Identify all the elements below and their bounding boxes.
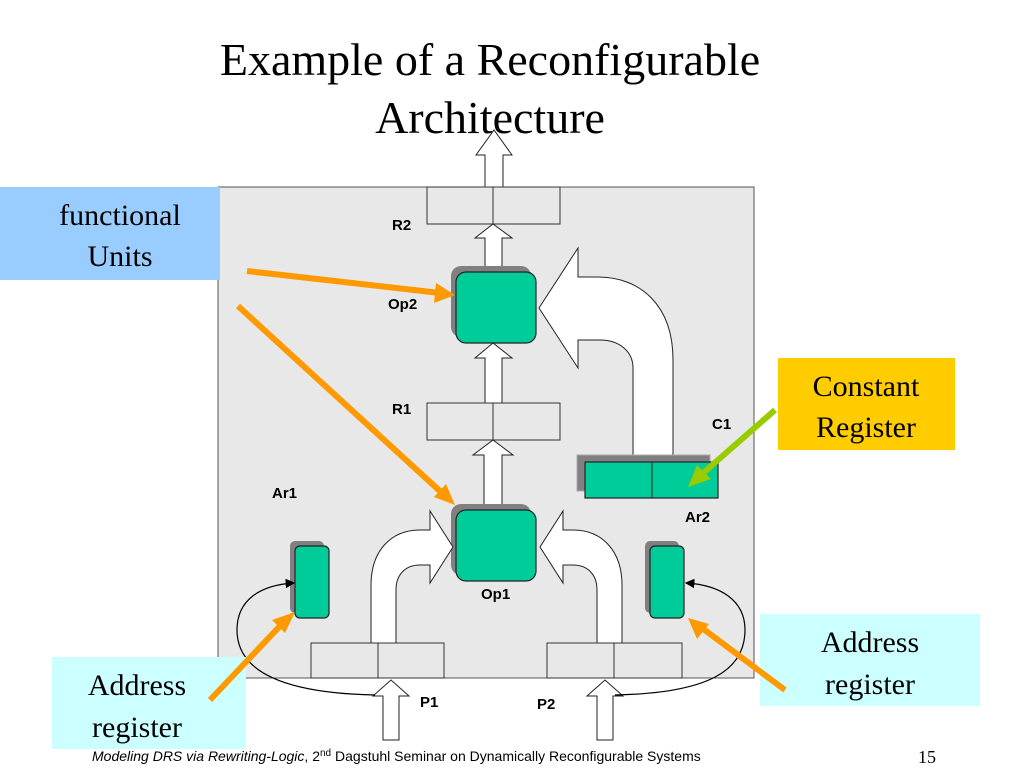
address-register-left [290, 541, 330, 619]
svg-text:Address: Address [821, 626, 919, 659]
arrow-p1-op1 [370, 509, 454, 644]
register-p1 [310, 642, 445, 679]
callout-address-register-left: Address register [52, 657, 246, 749]
arrow-op2-r2 [473, 223, 514, 269]
functional-unit-op1 [451, 504, 537, 582]
footer-text: Modeling DRS via Rewriting-Logic, 2nd Da… [92, 748, 701, 764]
pointer-arrow-ar-right [688, 618, 787, 693]
arrow-r1-op2 [473, 342, 514, 404]
title-line-2: Architecture [375, 92, 605, 143]
svg-text:Register: Register [816, 411, 916, 444]
label-p1: P1 [420, 694, 438, 711]
label-ar1: Ar1 [272, 485, 297, 502]
label-ar2: Ar2 [685, 509, 710, 526]
input-arrow-p1 [371, 679, 411, 741]
arrow-c1-op2 [538, 246, 674, 464]
label-r2: R2 [392, 217, 411, 234]
input-arrow-p2 [585, 679, 625, 741]
callout-constant-register: Constant Register [778, 358, 955, 450]
label-r1: R1 [392, 401, 411, 418]
svg-text:Address: Address [88, 669, 186, 702]
pointer-arrow-c1 [688, 407, 777, 487]
address-arrow-right [614, 578, 746, 696]
output-arrow [475, 129, 513, 188]
label-p2: P2 [537, 696, 555, 713]
label-op2: Op2 [388, 296, 417, 313]
label-c1: C1 [712, 416, 731, 433]
address-register-right [645, 541, 685, 619]
address-arrow-left [236, 578, 376, 696]
svg-text:Constant: Constant [813, 370, 920, 403]
svg-text:register: register [825, 668, 915, 701]
pointer-arrow-ar-left [207, 612, 295, 703]
label-op1: Op1 [481, 586, 510, 603]
callout-address-register-right: Address register [760, 614, 980, 706]
pointer-arrow-op2 [246, 268, 455, 303]
page-number: 15 [918, 747, 936, 767]
pointer-arrow-op1 [235, 303, 455, 505]
svg-text:Units: Units [87, 240, 152, 273]
functional-unit-op2 [451, 266, 537, 344]
svg-text:register: register [92, 711, 182, 744]
title-line-1: Example of a Reconfigurable [220, 34, 760, 85]
callout-functional-units: functional Units [0, 187, 220, 280]
register-r2 [426, 186, 561, 225]
svg-text:functional: functional [59, 199, 181, 232]
arrow-op1-r1 [471, 439, 515, 511]
arrow-p2-op1 [539, 509, 623, 644]
register-p2 [546, 642, 683, 679]
register-r1 [426, 402, 561, 441]
